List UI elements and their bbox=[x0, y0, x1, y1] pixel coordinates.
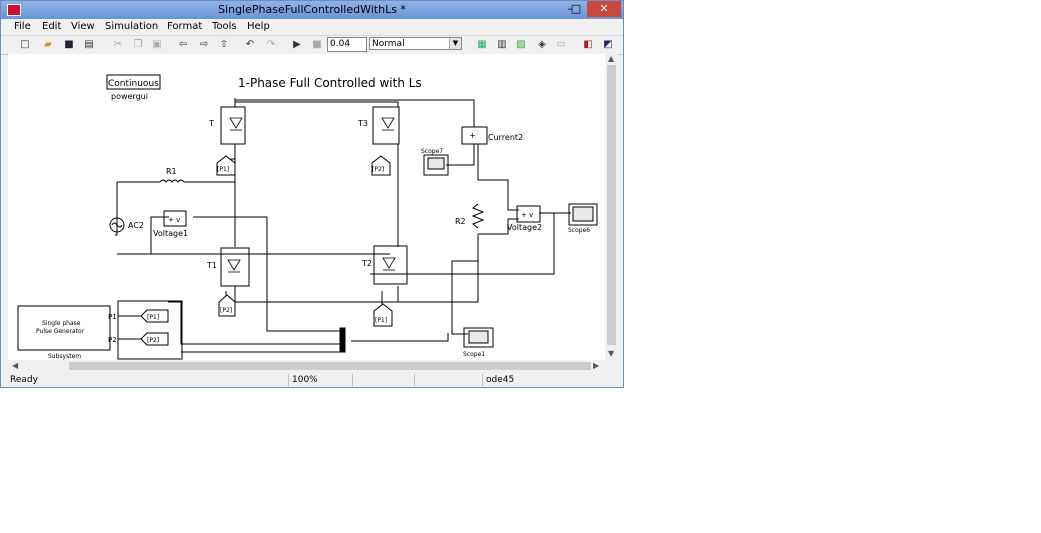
new-model-icon[interactable]: □ bbox=[20, 39, 30, 50]
start-simulation-icon[interactable]: ▶ bbox=[293, 39, 301, 50]
subsystem-text-line1: Single phase bbox=[42, 320, 81, 327]
scroll-down-icon[interactable]: ▼ bbox=[608, 349, 615, 358]
up-arrow-icon[interactable]: ⇧ bbox=[219, 39, 229, 50]
svg-text:+ v: + v bbox=[521, 211, 533, 219]
scope7-label: Scope7 bbox=[421, 148, 443, 155]
forward-arrow-icon[interactable]: ⇨ bbox=[199, 39, 209, 50]
stop-time-input[interactable]: 0.04 bbox=[327, 37, 367, 52]
menu-help[interactable]: Help bbox=[247, 21, 270, 32]
copy-icon[interactable]: ❐ bbox=[133, 39, 143, 50]
scroll-up-icon[interactable]: ▲ bbox=[608, 54, 615, 63]
title-bar[interactable]: SinglePhaseFullControlledWithLs * – □ ✕ bbox=[1, 1, 623, 19]
subsystem-label: Subsystem bbox=[48, 353, 81, 360]
redo-icon[interactable]: ↷ bbox=[266, 39, 276, 50]
svg-text:+: + bbox=[469, 131, 476, 140]
diagram-title: 1-Phase Full Controlled with Ls bbox=[238, 76, 422, 90]
status-bar: Ready 100% ode45 bbox=[1, 373, 623, 387]
minimize-button[interactable]: – bbox=[567, 2, 573, 15]
cut-icon[interactable]: ✂ bbox=[113, 39, 123, 50]
model-explorer-icon[interactable]: ▨ bbox=[516, 39, 526, 50]
build-icon[interactable]: ▦ bbox=[477, 39, 487, 50]
scope1-label: Scope1 bbox=[463, 351, 485, 358]
scroll-left-icon[interactable]: ◀ bbox=[12, 361, 19, 370]
port-p2-label: P2 bbox=[108, 336, 117, 344]
library-browser-icon[interactable]: ▥ bbox=[497, 39, 507, 50]
status-ready: Ready bbox=[10, 375, 38, 385]
vertical-scroll-thumb[interactable] bbox=[607, 65, 616, 345]
thyristor-t3-label: T3 bbox=[357, 119, 368, 128]
print-icon[interactable]: ▤ bbox=[84, 39, 94, 50]
model-canvas[interactable]: 1-Phase Full Controlled with Ls Continuo… bbox=[8, 54, 605, 360]
subsystem-text-line2: Pulse Generator bbox=[36, 328, 85, 335]
save-icon[interactable]: ■ bbox=[64, 39, 74, 50]
status-solver: ode45 bbox=[482, 374, 616, 386]
menu-format[interactable]: Format bbox=[167, 21, 203, 32]
thyristor-t2-label: T2 bbox=[361, 259, 372, 268]
voltage1-label: Voltage1 bbox=[153, 229, 188, 238]
goto-tag-p2-t3[interactable]: [P2] bbox=[372, 166, 384, 173]
menu-simulation[interactable]: Simulation bbox=[105, 21, 159, 32]
simulation-mode-select[interactable]: Normal ▼ bbox=[369, 37, 462, 50]
r1-label: R1 bbox=[166, 167, 177, 176]
scope6-label: Scope6 bbox=[568, 227, 590, 234]
goto-tag-p2-out[interactable]: [P2] bbox=[147, 337, 159, 344]
voltage2-label: Voltage2 bbox=[507, 223, 542, 232]
debug-icon[interactable]: ◈ bbox=[538, 39, 546, 50]
horizontal-scrollbar[interactable]: ◀ ▶ bbox=[8, 360, 605, 372]
maximize-button[interactable]: □ bbox=[570, 2, 582, 15]
stop-simulation-icon[interactable]: ■ bbox=[312, 39, 322, 50]
status-zoom: 100% bbox=[288, 374, 350, 386]
status-empty-2 bbox=[414, 374, 482, 386]
goto-tag-p1-t[interactable]: [P1] bbox=[217, 166, 229, 173]
powergui-block[interactable]: Continuous bbox=[108, 79, 159, 89]
horizontal-scroll-thumb[interactable] bbox=[69, 362, 591, 370]
chevron-down-icon[interactable]: ▼ bbox=[449, 38, 461, 49]
goto-tag-p2-t1[interactable]: [P2] bbox=[220, 307, 232, 314]
vertical-scrollbar[interactable]: ▲ ▼ bbox=[605, 54, 618, 360]
current2-label: Current2 bbox=[488, 133, 523, 142]
status-empty bbox=[352, 374, 412, 386]
simulink-app-icon[interactable] bbox=[7, 4, 21, 16]
ac-source-label: AC2 bbox=[128, 221, 144, 230]
toolbar: □ ▰ ■ ▤ ✂ ❐ ▣ ⇦ ⇨ ⇧ ↶ ↷ ▶ ■ 0.04 Normal … bbox=[1, 35, 623, 55]
simulation-mode-value: Normal bbox=[372, 39, 405, 49]
open-folder-icon[interactable]: ▰ bbox=[44, 39, 52, 50]
port-p1-label: P1 bbox=[108, 313, 117, 321]
svg-text:+ v: + v bbox=[168, 216, 180, 224]
paste-icon[interactable]: ▣ bbox=[152, 39, 162, 50]
window-title: SinglePhaseFullControlledWithLs * bbox=[218, 3, 406, 16]
menu-file[interactable]: File bbox=[14, 21, 31, 32]
menu-view[interactable]: View bbox=[71, 21, 95, 32]
powergui-label: powergui bbox=[111, 92, 148, 101]
goto-tag-p1-t2[interactable]: [P1] bbox=[375, 317, 387, 324]
goto-tag-p1-out[interactable]: [P1] bbox=[147, 314, 159, 321]
r2-label: R2 bbox=[455, 217, 466, 226]
port-values-icon[interactable]: ◧ bbox=[583, 39, 593, 50]
menu-tools[interactable]: Tools bbox=[212, 21, 237, 32]
simulink-window: SinglePhaseFullControlledWithLs * – □ ✕ … bbox=[0, 0, 624, 388]
zoom-icon[interactable]: ◩ bbox=[603, 39, 613, 50]
back-arrow-icon[interactable]: ⇦ bbox=[178, 39, 188, 50]
menu-bar: File Edit View Simulation Format Tools H… bbox=[1, 20, 623, 35]
menu-edit[interactable]: Edit bbox=[42, 21, 62, 32]
model-advisor-icon[interactable]: ▭ bbox=[556, 39, 566, 50]
close-button[interactable]: ✕ bbox=[587, 1, 621, 17]
thyristor-t-label: T bbox=[208, 119, 214, 128]
scroll-right-icon[interactable]: ▶ bbox=[593, 361, 600, 370]
thyristor-t1-label: T1 bbox=[206, 261, 217, 270]
undo-icon[interactable]: ↶ bbox=[245, 39, 255, 50]
